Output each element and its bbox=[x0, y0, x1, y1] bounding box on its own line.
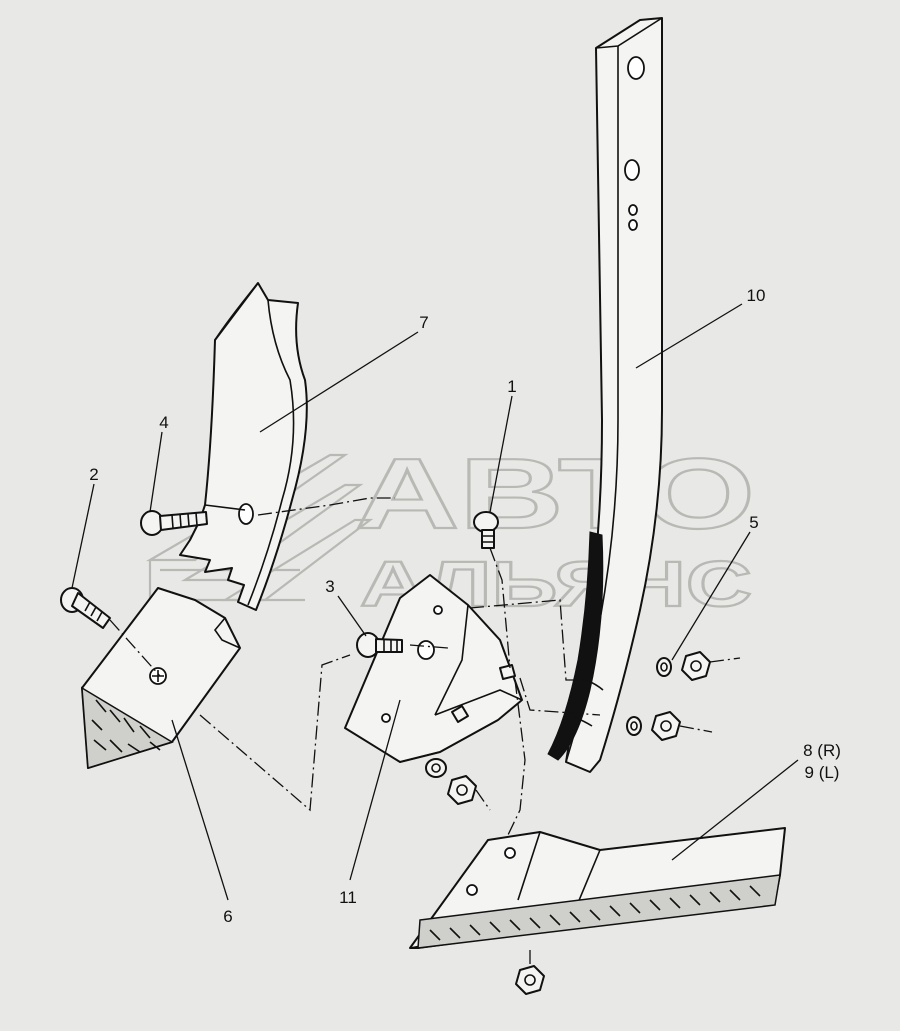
share-hole-bottom bbox=[466, 884, 478, 896]
part-10-shank bbox=[547, 17, 663, 773]
part-8-9-share bbox=[409, 827, 786, 949]
callout-1: 1 bbox=[507, 377, 516, 396]
part-3-bolt bbox=[356, 632, 403, 658]
callout-3: 3 bbox=[325, 577, 334, 596]
part-4-bolt bbox=[140, 510, 208, 536]
shank-hole-top bbox=[627, 56, 645, 80]
leader-lines bbox=[71, 303, 799, 901]
part-6-point bbox=[81, 587, 241, 769]
callout-11: 11 bbox=[339, 888, 357, 907]
plate-hole-bottom bbox=[381, 713, 391, 723]
callout-5: 5 bbox=[749, 513, 758, 532]
shank-wear-strip bbox=[547, 531, 604, 761]
shank-hole-small-lower bbox=[628, 219, 638, 231]
plate-square-slot bbox=[499, 664, 516, 680]
share-nut bbox=[515, 965, 545, 995]
part-5-washer-nut-lower bbox=[626, 711, 681, 741]
part-7-wing bbox=[179, 282, 308, 611]
watermark-line1: АВТО bbox=[355, 438, 755, 550]
callout-9-l: 9 (L) bbox=[805, 763, 840, 782]
callout-7: 7 bbox=[419, 313, 428, 332]
part-11-plate bbox=[344, 574, 523, 763]
callout-10: 10 bbox=[747, 286, 766, 305]
share-hole-top bbox=[504, 847, 516, 859]
callout-8-r: 8 (R) bbox=[803, 741, 841, 760]
callout-6: 6 bbox=[223, 907, 232, 926]
part-1-bolt bbox=[473, 511, 499, 549]
callout-labels: 1 2 3 4 5 6 7 8 (R) 9 (L) 10 11 bbox=[89, 286, 841, 926]
part-5-washer-nut-upper bbox=[656, 651, 711, 681]
plate-bolt-hole bbox=[417, 640, 435, 660]
wing-bolt-hole bbox=[238, 503, 254, 525]
callout-4: 4 bbox=[159, 413, 168, 432]
plate-square-slot-2 bbox=[451, 705, 469, 723]
callout-2: 2 bbox=[89, 465, 98, 484]
watermark-logo-mark bbox=[145, 453, 374, 602]
part-2-bolt bbox=[60, 587, 111, 629]
assembly-centerlines bbox=[109, 497, 741, 966]
shank-hole-small-upper bbox=[628, 204, 638, 216]
shank-hole-middle bbox=[624, 159, 640, 181]
part-11-washer-nut bbox=[425, 758, 477, 805]
plate-hole-top bbox=[433, 605, 443, 615]
